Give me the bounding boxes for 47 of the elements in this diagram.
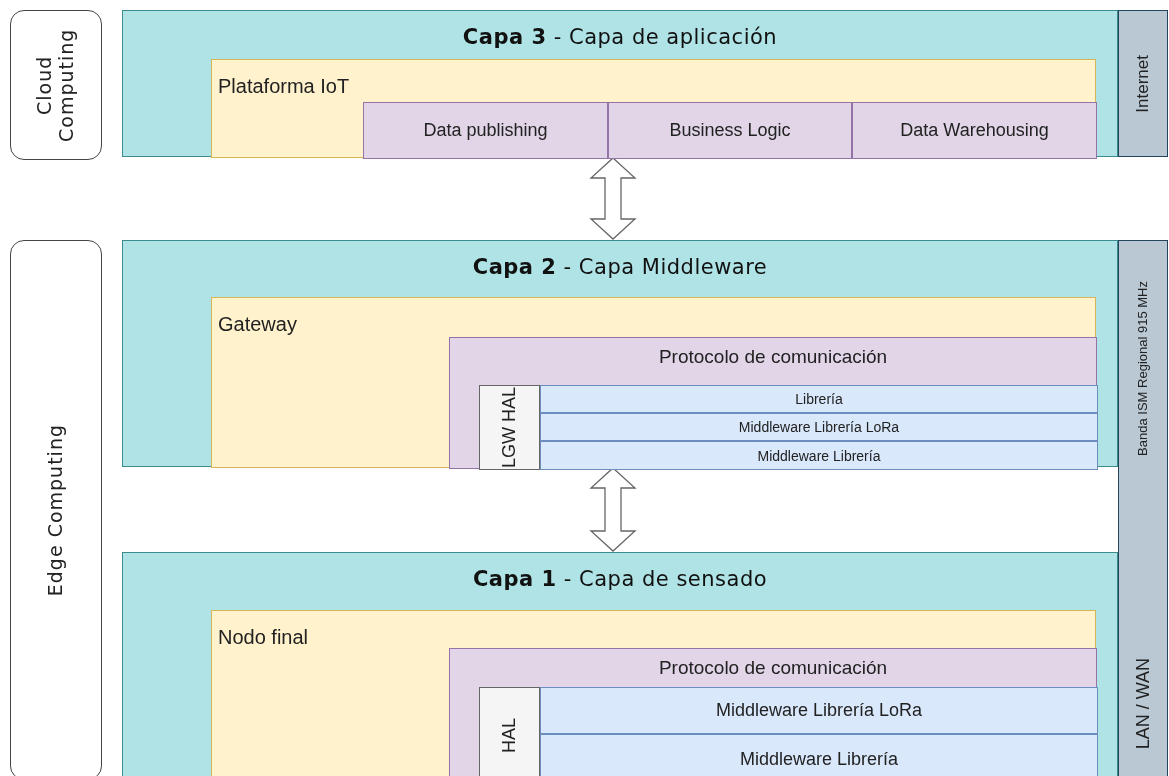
network-label: LAN / WAN (1132, 657, 1154, 749)
layer-panel (122, 10, 1118, 157)
platform-label: Gateway (218, 312, 298, 336)
protocol-label: Protocolo de comunicación (657, 346, 889, 368)
platform-box (211, 59, 1096, 158)
module-label: Data publishing (423, 120, 548, 141)
layer-title: Capa 1 - Capa de sensado (472, 567, 768, 591)
hal-box (479, 385, 540, 470)
library-box (540, 687, 1098, 734)
network-label: Internet (1133, 54, 1153, 113)
hal-label: LGW HAL (499, 387, 520, 468)
hal-box (479, 687, 540, 776)
platform-box (211, 297, 1096, 468)
network-bar (1118, 10, 1168, 157)
module-label: Business Logic (669, 120, 791, 141)
computing-band (10, 10, 102, 160)
protocol-box (449, 648, 1097, 776)
module-box (363, 102, 608, 159)
double-arrow (589, 467, 637, 552)
hal-label: HAL (499, 718, 520, 754)
library-box (540, 734, 1098, 776)
band-label: Edge Computing (45, 423, 67, 597)
module-label: Middleware Librería (739, 749, 899, 770)
platform-label: Plataforma IoT (218, 74, 351, 98)
module-label: Data Warehousing (900, 120, 1049, 141)
module-label: Middleware Librería (757, 447, 881, 464)
double-arrow (589, 157, 637, 240)
layer-panel (122, 240, 1118, 467)
network-label: Banda ISM Regional 915 MHz (1135, 281, 1151, 456)
protocol-label: Protocolo de comunicación (657, 657, 889, 679)
band-label: Cloud Computing (34, 27, 78, 144)
module-label: Middleware Librería LoRa (738, 419, 900, 435)
module-box (852, 102, 1097, 159)
network-bar (1118, 240, 1168, 776)
library-box (540, 413, 1098, 441)
module-label: Middleware Librería LoRa (715, 700, 923, 721)
layer-title: Capa 2 - Capa Middleware (472, 255, 768, 279)
library-box (540, 385, 1098, 413)
module-label: Librería (795, 391, 843, 407)
layer-panel (122, 552, 1118, 776)
layer-title: Capa 3 - Capa de aplicación (462, 25, 778, 49)
module-box (608, 102, 852, 159)
computing-band (10, 240, 102, 776)
platform-label: Nodo final (218, 625, 310, 649)
protocol-box (449, 337, 1097, 469)
library-box (540, 441, 1098, 470)
platform-box (211, 610, 1096, 776)
